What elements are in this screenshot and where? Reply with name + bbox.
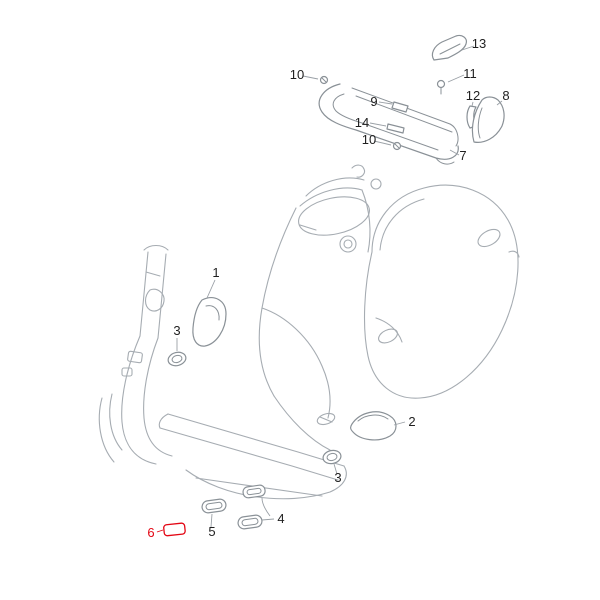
part-10-screw-top: [319, 75, 329, 85]
part-8-cover: [471, 96, 505, 143]
part-4-cover-upper: [242, 484, 266, 499]
part-2-trim: [350, 411, 397, 441]
callouts: 13 10 11 9 12 8 14 10 7 1 3 2 3 5 4 6: [147, 36, 509, 540]
callout-2[interactable]: 2: [408, 414, 415, 429]
callout-10-lower[interactable]: 10: [362, 132, 376, 147]
part-4-cover: [237, 514, 263, 530]
callout-14[interactable]: 14: [355, 115, 369, 130]
callout-3-lower[interactable]: 3: [334, 470, 341, 485]
part-3-grommet-lower: [322, 449, 342, 465]
callout-3-left[interactable]: 3: [173, 323, 180, 338]
part-14-strip: [386, 123, 405, 134]
callout-9[interactable]: 9: [370, 94, 377, 109]
part-13-bracket: [431, 34, 467, 61]
part-5-cover: [201, 498, 227, 514]
callout-1[interactable]: 1: [212, 265, 219, 280]
part-1-cover: [192, 297, 227, 347]
part-3-grommet-left: [167, 351, 187, 367]
callout-12[interactable]: 12: [466, 88, 480, 103]
part-9-clip: [391, 101, 409, 113]
scooter-body: [98, 164, 520, 500]
part-10-screw-lower: [392, 141, 402, 151]
callout-10-top[interactable]: 10: [290, 67, 304, 82]
leader-lines: [156, 45, 503, 533]
part-6-rubber-pad-highlighted[interactable]: [163, 522, 186, 537]
callout-4[interactable]: 4: [277, 511, 284, 526]
callout-6-highlighted[interactable]: 6: [147, 525, 154, 540]
callout-5[interactable]: 5: [208, 524, 215, 539]
callout-7[interactable]: 7: [459, 148, 466, 163]
callout-11[interactable]: 11: [463, 66, 477, 81]
callout-13[interactable]: 13: [472, 36, 486, 51]
part-11-screw: [436, 79, 446, 95]
callout-8[interactable]: 8: [502, 88, 509, 103]
